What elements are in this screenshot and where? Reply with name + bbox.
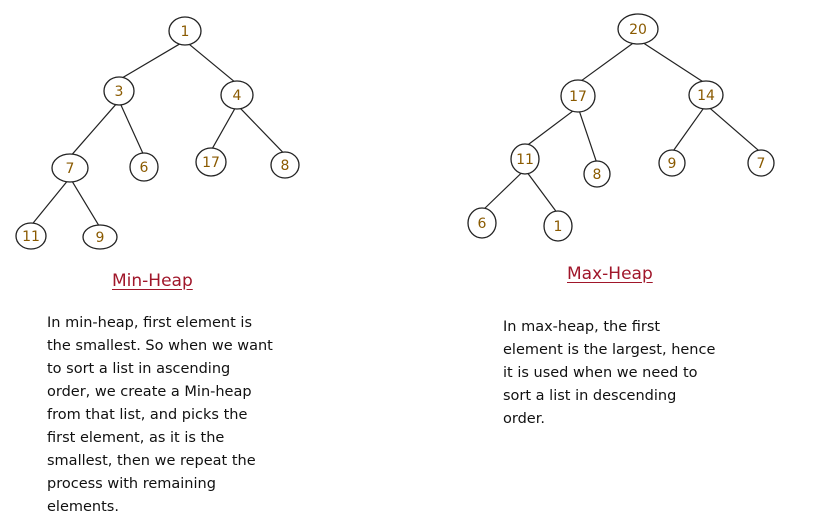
- min-heap-node: 1: [168, 16, 202, 46]
- min-heap-node: 6: [129, 152, 159, 182]
- min-heap-node: 3: [103, 76, 135, 106]
- node-circle: [15, 222, 47, 250]
- max-heap-node: 9: [658, 149, 686, 177]
- description-line: sort a list in descending: [503, 388, 677, 404]
- max-heap-edge: [481, 169, 526, 212]
- node-circle: [220, 80, 254, 110]
- max-heap-edge: [524, 169, 559, 215]
- max-heap-node: 11: [510, 143, 540, 175]
- description-line: process with remaining: [47, 476, 216, 492]
- max-heap-node: 6: [467, 207, 497, 239]
- node-value: 8: [593, 167, 602, 183]
- node-value: 9: [96, 230, 105, 246]
- node-value: 7: [66, 161, 75, 177]
- node-circle: [467, 207, 497, 239]
- min-heap-edge: [118, 40, 186, 81]
- min-heap-edge: [236, 104, 286, 156]
- max-heap-edge: [577, 107, 598, 164]
- node-value: 11: [22, 229, 40, 245]
- node-circle: [82, 224, 118, 250]
- description-line: element is the largest, hence: [503, 342, 716, 358]
- node-value: 17: [202, 155, 220, 171]
- description-line: elements.: [47, 499, 119, 515]
- node-circle: [129, 152, 159, 182]
- node-circle: [103, 76, 135, 106]
- description-line: In min-heap, first element is: [47, 315, 252, 331]
- description-line: first element, as it is the: [47, 430, 225, 446]
- min-heap-description: In min-heap, first element is the smalles…: [47, 312, 273, 519]
- max-heap-node: 7: [747, 149, 775, 177]
- node-value: 11: [516, 152, 534, 168]
- max-heap-edge: [671, 104, 707, 153]
- node-circle: [510, 143, 540, 175]
- max-heap-node: 17: [560, 79, 596, 113]
- node-circle: [617, 13, 659, 45]
- description-line: it is used when we need to: [503, 365, 698, 381]
- min-heap-edge: [118, 100, 145, 157]
- node-value: 7: [757, 156, 766, 172]
- max-heap-edge: [577, 39, 639, 84]
- node-value: 17: [569, 89, 587, 105]
- min-heap-edge: [69, 100, 120, 158]
- min-heap-title: Min-Heap: [112, 271, 193, 291]
- node-value: 1: [554, 219, 563, 235]
- max-heap-description: In max-heap, the first element is the lar…: [503, 316, 715, 431]
- min-heap-edge: [210, 104, 238, 152]
- min-heap-node: 17: [195, 147, 227, 177]
- max-heap-node: 20: [617, 13, 659, 45]
- node-circle: [747, 149, 775, 177]
- max-heap-edge: [705, 104, 762, 154]
- node-value: 14: [697, 88, 715, 104]
- max-heap-title: Max-Heap: [567, 264, 653, 284]
- node-circle: [543, 210, 573, 242]
- min-heap-node: 8: [270, 151, 300, 179]
- node-value: 8: [281, 158, 290, 174]
- node-circle: [270, 151, 300, 179]
- description-line: to sort a list in ascending: [47, 361, 231, 377]
- min-heap-node: 7: [51, 153, 89, 183]
- node-value: 6: [478, 216, 487, 232]
- node-value: 9: [668, 156, 677, 172]
- description-line: In max-heap, the first: [503, 319, 661, 335]
- node-value: 1: [181, 24, 190, 40]
- description-line: order.: [503, 411, 545, 427]
- min-heap-node: 9: [82, 224, 118, 250]
- node-circle: [51, 153, 89, 183]
- min-heap-node: 11: [15, 222, 47, 250]
- description-line: smallest, then we repeat the: [47, 453, 256, 469]
- min-heap-edge: [30, 177, 71, 226]
- node-value: 4: [233, 88, 242, 104]
- node-value: 20: [629, 22, 647, 38]
- min-heap-edge: [69, 177, 101, 228]
- max-heap-node: 1: [543, 210, 573, 242]
- trees-canvas: 1 3 4 7 6 17 8 11 9 20 17 14 11 8 9 7 6 1: [15, 13, 775, 250]
- node-circle: [560, 79, 596, 113]
- node-circle: [688, 80, 724, 110]
- description-line: from that list, and picks the: [47, 407, 248, 423]
- node-circle: [658, 149, 686, 177]
- description-line: order, we create a Min-heap: [47, 384, 252, 400]
- node-circle: [195, 147, 227, 177]
- min-heap-edge: [184, 40, 238, 85]
- node-circle: [583, 160, 611, 188]
- max-heap-edge: [524, 106, 579, 148]
- node-value: 3: [115, 84, 124, 100]
- min-heap-node: 4: [220, 80, 254, 110]
- max-heap-node: 8: [583, 160, 611, 188]
- max-heap-edge: [637, 38, 707, 85]
- node-value: 6: [140, 160, 149, 176]
- node-circle: [168, 16, 202, 46]
- max-heap-node: 14: [688, 80, 724, 110]
- description-line: the smallest. So when we want: [47, 338, 273, 354]
